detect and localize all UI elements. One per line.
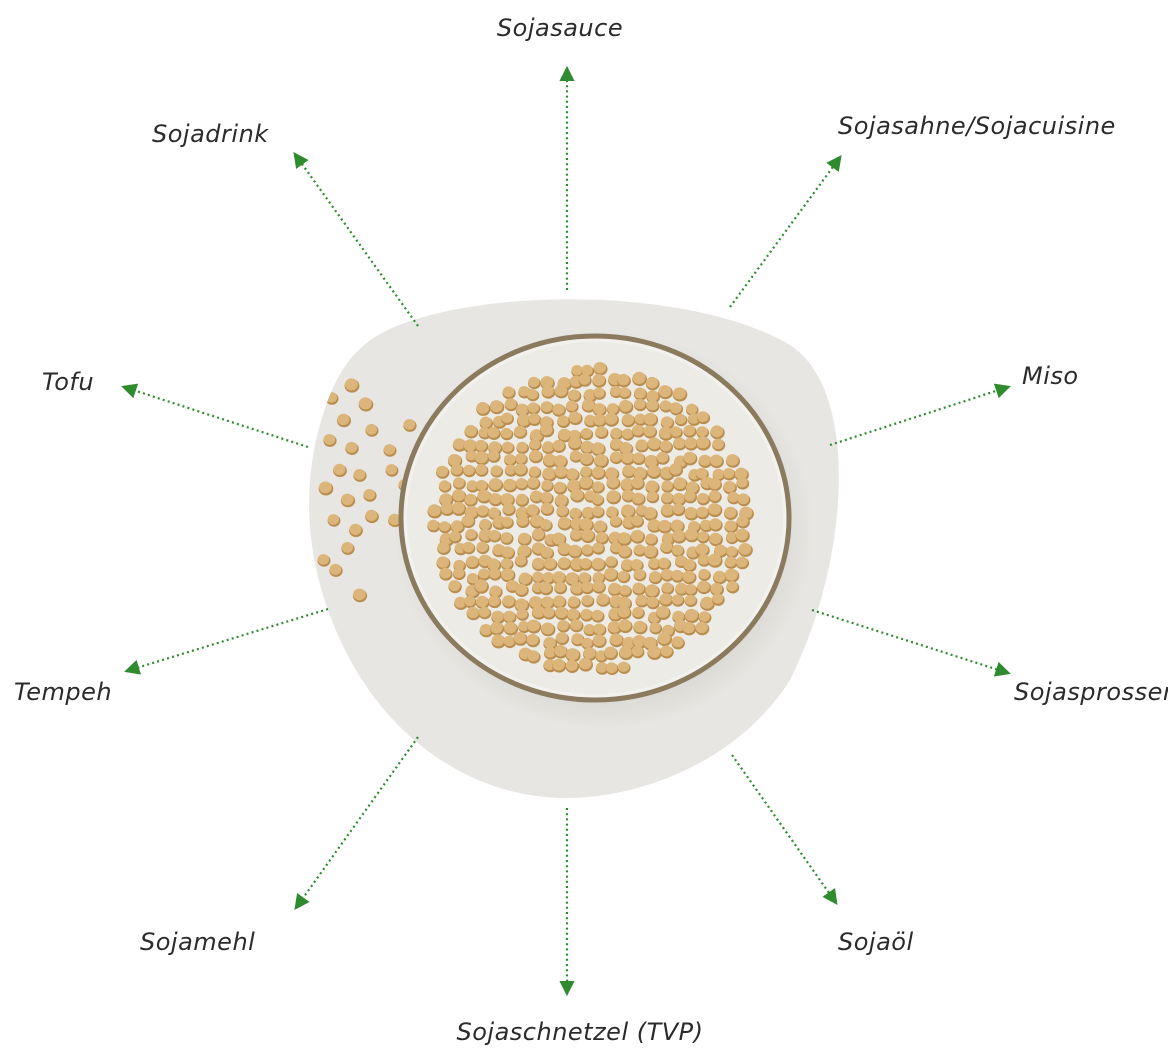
arrow-sojadrink	[297, 157, 418, 326]
arrow-tofu	[127, 388, 308, 447]
arrow-sojaoel	[732, 755, 834, 900]
label-sojasahne-sojacuisine: Sojasahne/Sojacuisine	[838, 112, 1116, 140]
arrow-tempeh	[130, 609, 328, 670]
label-tempeh: Tempeh	[14, 678, 112, 706]
label-tofu: Tofu	[42, 368, 94, 396]
center-image	[309, 299, 839, 798]
label-sojaoel: Sojaöl	[838, 928, 914, 956]
label-sojadrink: Sojadrink	[152, 120, 269, 148]
label-sojamehl: Sojamehl	[140, 928, 255, 956]
label-sojasprossen: Sojasprossen	[1014, 678, 1168, 706]
arrow-sojasahne	[730, 160, 838, 307]
arrow-miso	[830, 388, 1005, 445]
label-sojaschnetzel-tvp: Sojaschnetzel (TVP)	[456, 1018, 703, 1046]
label-sojasauce: Sojasauce	[497, 14, 623, 42]
arrow-sojamehl	[298, 737, 418, 905]
arrow-sojasprossen	[812, 610, 1005, 672]
label-miso: Miso	[1022, 362, 1079, 390]
